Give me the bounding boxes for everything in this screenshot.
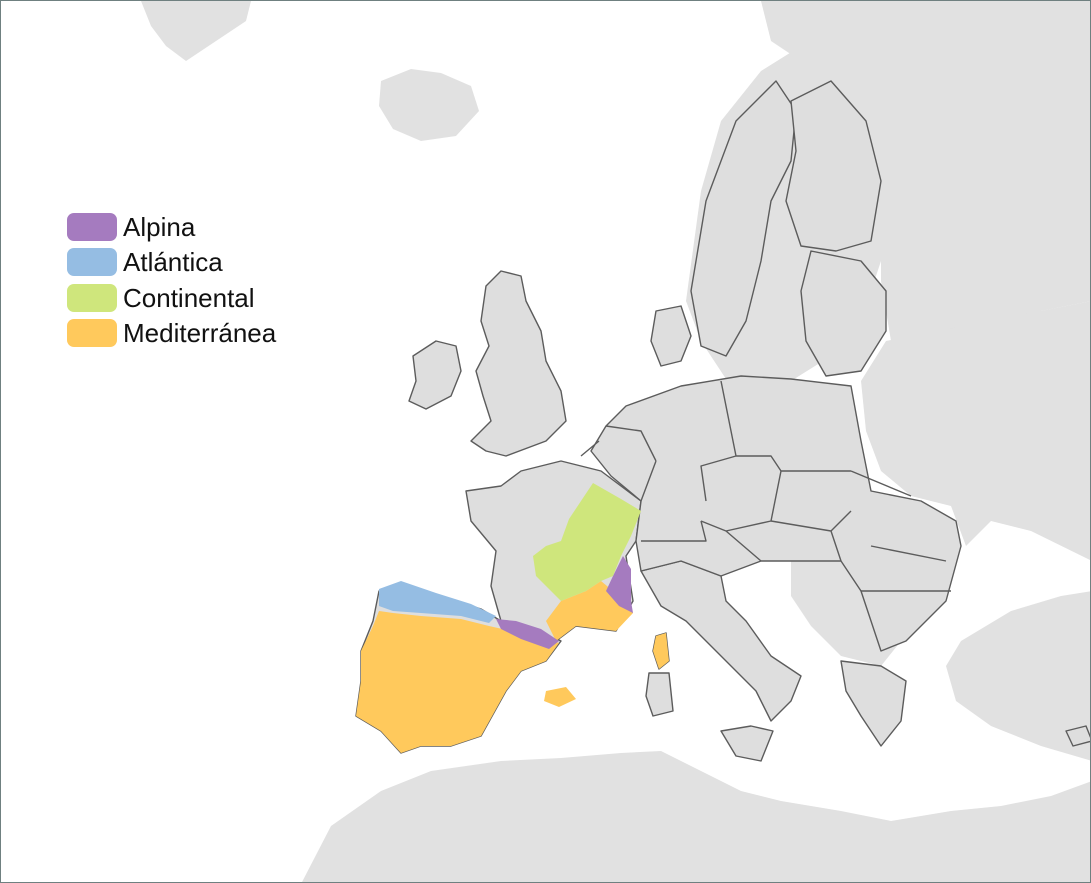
uk-outline: [470, 270, 567, 457]
north-africa-land: [302, 751, 1090, 882]
ireland-outline: [408, 340, 462, 410]
sardinia-outline: [645, 672, 674, 717]
sicily-outline: [720, 725, 774, 762]
legend: Alpina Atlántica Continental Mediterráne…: [67, 209, 276, 351]
legend-label-mediterranea: Mediterránea: [123, 318, 277, 349]
eastern-europe-land: [861, 301, 1090, 561]
legend-label-atlantica: Atlántica: [123, 247, 223, 278]
legend-swatch-atlantica: [67, 248, 117, 277]
legend-item-mediterranea: Mediterránea: [67, 316, 276, 352]
legend-item-atlantica: Atlántica: [67, 245, 276, 281]
central-europe-outline: [590, 375, 962, 652]
region-mediterranea-baleares: [544, 687, 576, 707]
baltics-outline: [800, 250, 887, 377]
legend-item-alpina: Alpina: [67, 209, 276, 245]
legend-label-continental: Continental: [123, 282, 255, 313]
region-alpina-pyrenees: [496, 619, 559, 649]
sweden-outline: [690, 80, 797, 357]
region-continental: [533, 483, 641, 601]
legend-swatch-mediterranea: [67, 319, 117, 348]
legend-item-continental: Continental: [67, 280, 276, 316]
internal-borders: [395, 380, 951, 752]
region-atlantica: [379, 581, 496, 623]
italy-outline: [640, 560, 802, 722]
finland-outline: [785, 80, 882, 252]
greece-outline: [840, 660, 907, 747]
region-mediterranea-corsica: [653, 633, 669, 669]
legend-swatch-continental: [67, 283, 117, 312]
turkey-land: [946, 591, 1090, 761]
region-alpina-alps: [606, 556, 633, 613]
denmark-outline: [650, 305, 692, 367]
legend-label-alpina: Alpina: [123, 211, 196, 242]
greenland-land: [141, 1, 251, 61]
cyprus-outline: [1065, 725, 1090, 747]
iceland-land: [379, 69, 479, 141]
region-mediterranea-iberia: [356, 611, 559, 753]
legend-swatch-alpina: [67, 212, 117, 241]
